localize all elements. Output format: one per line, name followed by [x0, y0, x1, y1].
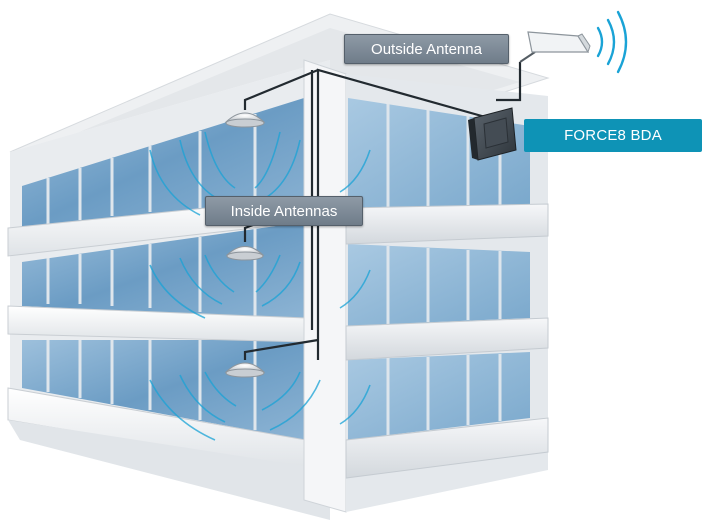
building-corner-pillar — [303, 59, 347, 513]
ceiling-dome-antenna-icon — [225, 246, 265, 261]
building-left-facade — [7, 60, 330, 520]
bda-label: FORCE8 BDA — [524, 119, 702, 152]
signal-waves-icon — [596, 10, 628, 74]
outdoor-yagi-antenna-icon — [519, 31, 591, 63]
ceiling-dome-antenna-icon — [224, 112, 266, 128]
inside-antennas-label: Inside Antennas — [205, 196, 363, 226]
ceiling-dome-antenna-icon — [224, 362, 266, 378]
indoor-signal-waves — [149, 131, 371, 441]
building-right-facade — [345, 74, 549, 512]
bda-amplifier-icon — [468, 107, 517, 161]
outside-antenna-label: Outside Antenna — [344, 34, 509, 64]
